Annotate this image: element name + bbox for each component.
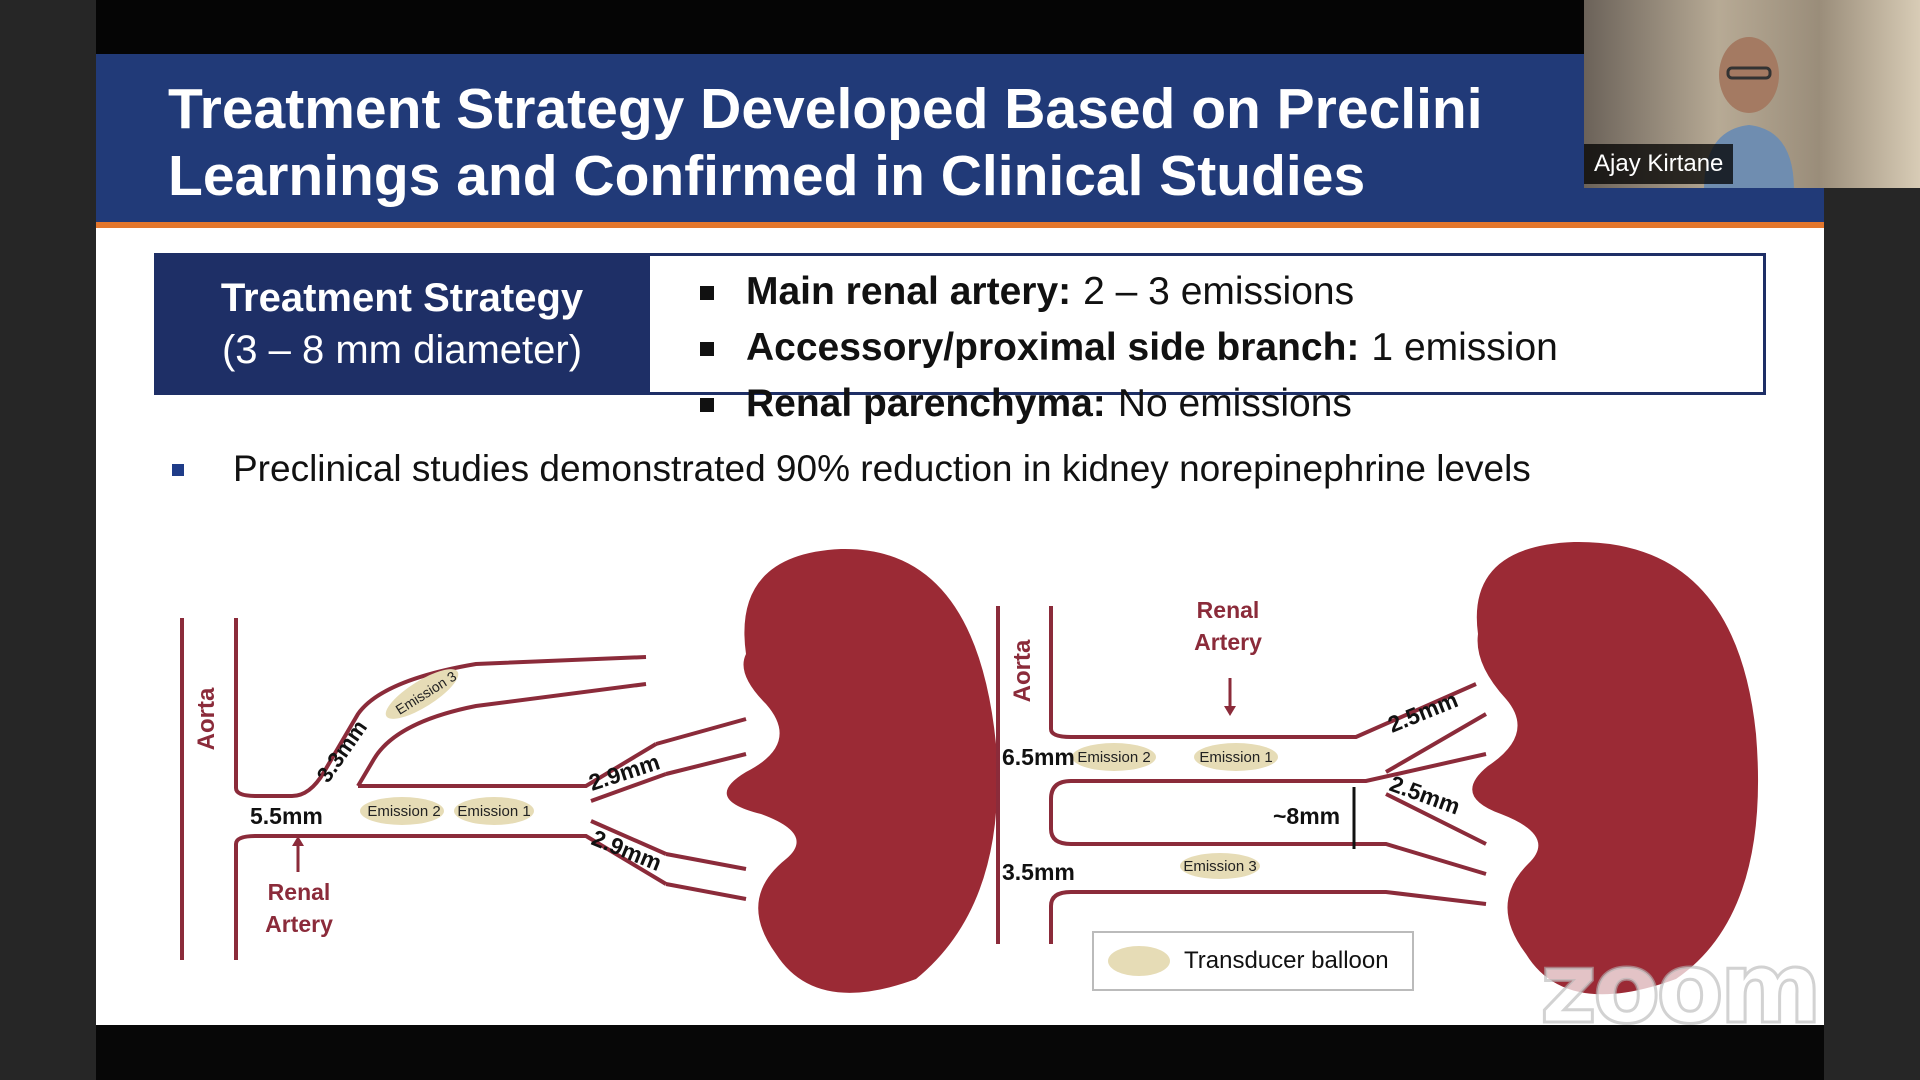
- slide-title: Treatment Strategy Developed Based on Pr…: [168, 77, 1483, 208]
- branch-inner: [1071, 752, 1487, 783]
- header-accent-line: [96, 222, 1824, 228]
- bullet-icon: [700, 286, 714, 300]
- balloon-emission-1: [454, 797, 534, 825]
- strategy-list: Main renal artery: 2 – 3 emissions Access…: [650, 256, 1763, 425]
- diameter-gap: ~8mm: [1273, 803, 1340, 829]
- balloon-emission-3: [1180, 853, 1260, 879]
- bullet-icon: [700, 398, 714, 412]
- strategy-label: Treatment Strategy (3 – 8 mm diameter): [157, 256, 650, 392]
- right-diagram: Emission 2 Emission 1 Emission 3 Aorta R…: [996, 541, 1759, 995]
- emission-2-label: Emission 2: [1077, 749, 1150, 766]
- left-diagram: Emission 2 Emission 1 Emission 3 Aorta 5…: [180, 548, 998, 993]
- renal-artery-label: Renal: [1197, 597, 1260, 623]
- balloon-emission-2: [1072, 743, 1156, 771]
- main-artery-top: [1049, 606, 1477, 739]
- kidney-left: [726, 548, 998, 993]
- emission-3-label: Emission 3: [1183, 858, 1256, 875]
- main-artery-bottom: [234, 834, 668, 960]
- legend-label: Transducer balloon: [1184, 947, 1389, 974]
- balloon-emission-3: [385, 669, 459, 719]
- balloon-emission-1: [1194, 743, 1278, 771]
- emission-1-label: Emission 1: [1199, 749, 1272, 766]
- renal-artery-label: Artery: [265, 911, 333, 937]
- balloon-icon: [1108, 946, 1170, 976]
- main-artery-top: [358, 742, 658, 788]
- strategy-item: Renal parenchyma: No emissions: [700, 376, 1763, 432]
- small-artery-bottom: [1049, 890, 1487, 944]
- main-artery-bottom: [1049, 779, 1487, 876]
- left-letterbox: [0, 0, 96, 1080]
- lower-branch-vessel: [1385, 792, 1487, 846]
- aorta-label: Aorta: [1009, 639, 1036, 702]
- strategy-subheading: (3 – 8 mm diameter): [221, 328, 583, 372]
- strategy-box: Treatment Strategy (3 – 8 mm diameter) M…: [154, 253, 1766, 425]
- diameter-main: 5.5mm: [250, 803, 323, 829]
- bullet-icon: [172, 464, 184, 476]
- strategy-item-text: 1 emission: [1371, 326, 1558, 369]
- strategy-item-bold: Renal parenchyma:: [746, 382, 1106, 425]
- legend: Transducer balloon: [1092, 931, 1414, 991]
- renal-artery-diagram: Emission 2 Emission 1 Emission 3 Aorta 5…: [180, 541, 1759, 995]
- bottom-letterbox: [96, 1025, 1824, 1080]
- zoom-logo: zoom: [1539, 931, 1824, 1048]
- aorta-label: Aorta: [193, 687, 220, 750]
- participant-name: Ajay Kirtane: [1584, 144, 1734, 184]
- shared-screen-slide: Treatment Strategy Developed Based on Pr…: [96, 54, 1824, 1025]
- upper-branch-vessel: [655, 717, 747, 746]
- top-letterbox: [96, 0, 1824, 54]
- kidney-right: [1472, 541, 1759, 995]
- strategy-item-bold: Main renal artery:: [746, 270, 1072, 313]
- branch-split-lower: [590, 819, 667, 856]
- strategy-item: Main renal artery: 2 – 3 emissions: [700, 264, 1763, 320]
- arrow-up-icon: [292, 836, 304, 846]
- strategy-item-text: 2 – 3 emissions: [1083, 270, 1355, 313]
- lower-branch-vessel: [665, 882, 747, 901]
- upper-branch-inner: [356, 682, 647, 788]
- strategy-item: Accessory/proximal side branch: 1 emissio…: [700, 320, 1763, 376]
- branch-split-upper: [590, 772, 667, 803]
- upper-branch-vessel: [1384, 712, 1488, 774]
- emission-1-label: Emission 1: [457, 803, 530, 820]
- lower-branch-vessel: [665, 852, 747, 871]
- bullet-icon: [700, 342, 714, 356]
- participant-video-tile[interactable]: Ajay Kirtane: [1584, 0, 1920, 188]
- upper-branch-vessel: [665, 752, 747, 776]
- diameter-main: 6.5mm: [1002, 744, 1075, 770]
- diameter-lower: 3.5mm: [1002, 859, 1075, 885]
- diameter-upper-branch: 2.5mm: [1384, 686, 1461, 737]
- strategy-item-bold: Accessory/proximal side branch:: [746, 326, 1360, 369]
- diameter-lower: 2.9mm: [588, 825, 665, 876]
- balloon-emission-2: [360, 797, 444, 825]
- arrow-down-icon: [1224, 706, 1236, 716]
- upper-branch-outer: [234, 618, 647, 798]
- strategy-heading: Treatment Strategy: [220, 276, 584, 320]
- strategy-item-text: No emissions: [1117, 382, 1352, 425]
- renal-artery-label: Renal: [268, 879, 331, 905]
- emission-2-label: Emission 2: [367, 803, 440, 820]
- renal-artery-label: Artery: [1194, 629, 1262, 655]
- preclinical-text: Preclinical studies demonstrated 90% red…: [233, 448, 1531, 489]
- slide-header: Treatment Strategy Developed Based on Pr…: [96, 54, 1824, 222]
